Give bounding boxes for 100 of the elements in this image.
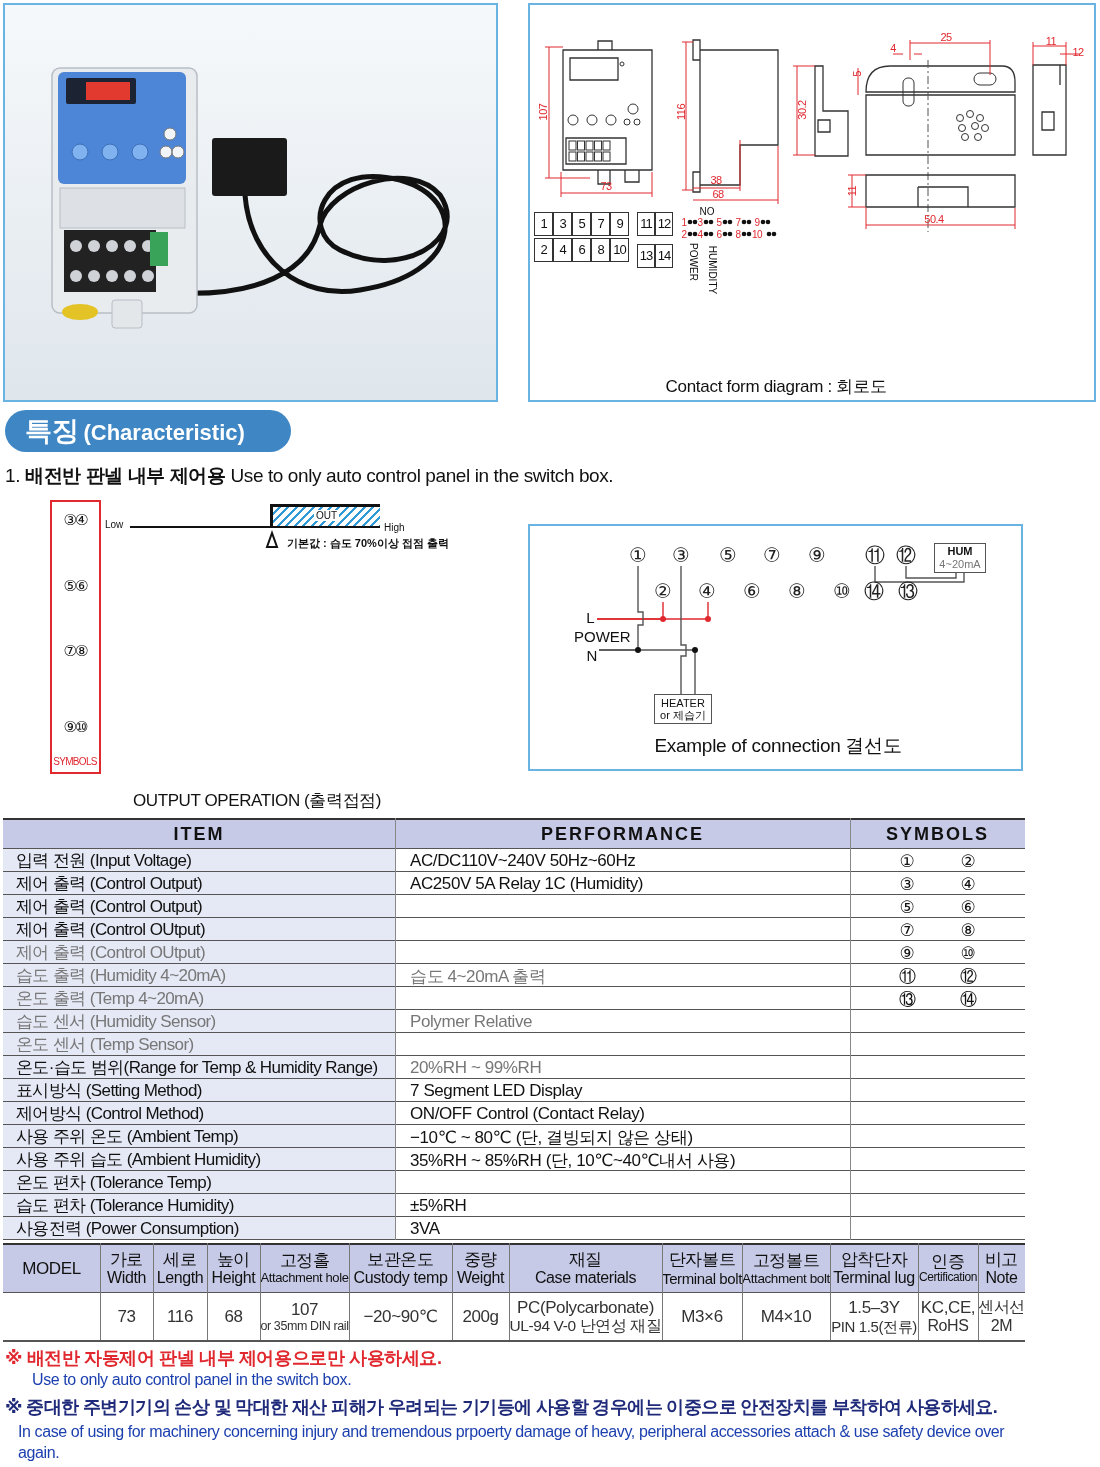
item-cell: 사용전력 (Power Consumption) bbox=[3, 1217, 395, 1240]
pin-label: 7 bbox=[735, 216, 741, 228]
pin-label: 6 bbox=[716, 228, 722, 240]
item-cell: 온도·습도 범위(Range for Temp & Humidity Range) bbox=[3, 1056, 395, 1079]
column-header: 보관온도 Custody temp bbox=[349, 1245, 452, 1292]
terminal-cell: 4 bbox=[553, 238, 572, 262]
spec-value: M3×6 bbox=[680, 1305, 724, 1328]
terminal-cell: 6 bbox=[572, 238, 591, 262]
spec-value: 200g bbox=[461, 1305, 500, 1328]
spec-value: 7 Segment LED Display bbox=[410, 1080, 583, 1101]
terminal-numbers: ⑨⑩ bbox=[63, 718, 87, 736]
terminal-number: ⑬ bbox=[897, 580, 919, 602]
warning-note: ※ 중대한 주변기기의 손상 및 막대한 재산 피해가 우려되는 기기등에 사용할 경우에는 이중으로 안전장치를 부착하여 사용하세요. bbox=[5, 1396, 998, 1419]
terminal-cell: 2 bbox=[534, 238, 553, 262]
spec-value: ON/OFF Control (Contact Relay) bbox=[410, 1103, 645, 1124]
terminal-numbers: ⑤⑥ bbox=[63, 577, 87, 595]
dimension-label: 11 bbox=[846, 185, 858, 197]
spec-value: PC(Polycarbonate) UL-94 V-0 난연성 재질 bbox=[509, 1296, 662, 1337]
terminal-number: ⑭ bbox=[959, 988, 977, 1010]
pin-label: 9 bbox=[754, 216, 760, 228]
wire bbox=[598, 649, 696, 695]
scale-label: High bbox=[384, 521, 405, 533]
item-cell: 온도 편차 (Tolerance Temp) bbox=[3, 1171, 395, 1194]
terminal-number: ⑤ bbox=[899, 896, 915, 917]
wire bbox=[680, 565, 687, 695]
spec-value: 68 bbox=[223, 1305, 244, 1328]
column-header: 고정볼트 Attachment bolt bbox=[742, 1245, 830, 1292]
spec-value: 1.5–3Y PIN 1.5(전류) bbox=[830, 1297, 918, 1337]
column-header: SYMBOLS bbox=[850, 820, 1025, 849]
spec-value: −20~90℃ bbox=[362, 1305, 439, 1328]
terminal-number: ⑩ bbox=[960, 942, 976, 963]
spec-value: KC,CE, RoHS bbox=[919, 1296, 977, 1337]
terminal-number: ⑥ bbox=[960, 896, 976, 917]
pin-label: HUMIDITY bbox=[706, 245, 718, 295]
item-cell: 온도 센서 (Temp Sensor) bbox=[3, 1033, 395, 1056]
warning-note: ※ 배전반 자동제어 판넬 내부 제어용으로만 사용하세요. bbox=[5, 1347, 442, 1370]
spec-value: ±5%RH bbox=[410, 1195, 467, 1216]
terminal-cell: 5 bbox=[572, 212, 591, 236]
spec-value: 73 bbox=[116, 1305, 137, 1328]
section-label: OUTPUT OPERATION (출력접점) bbox=[133, 789, 381, 812]
pin-label: 8 bbox=[735, 228, 741, 240]
dimension-label: 38 bbox=[710, 174, 722, 186]
terminal-cell: 12 bbox=[655, 212, 673, 236]
terminal-number: ⑫ bbox=[895, 544, 917, 566]
item-cell: 습도 편차 (Tolerance Humidity) bbox=[3, 1194, 395, 1217]
spec-value: 센서선 2M bbox=[978, 1297, 1025, 1336]
terminal-number: ⑭ bbox=[863, 580, 885, 602]
section-heading: 특징 (Characteristic) bbox=[5, 410, 291, 452]
box-title: SYMBOLS bbox=[53, 755, 97, 767]
column-header: 세로 Length bbox=[153, 1245, 207, 1292]
terminal-number: ⑧ bbox=[786, 580, 808, 602]
terminal-numbers: ③④ bbox=[63, 511, 87, 529]
spec-value: Polymer Relative bbox=[410, 1011, 533, 1032]
column-header: 가로 Width bbox=[100, 1245, 153, 1292]
terminal-number: ⑦ bbox=[899, 919, 915, 940]
dimension-label: 30.2 bbox=[796, 100, 808, 120]
terminal-cell: 7 bbox=[591, 212, 610, 236]
wire-label: L bbox=[584, 607, 597, 629]
terminal-number: ③ bbox=[899, 873, 915, 894]
terminal-number: ⑪ bbox=[864, 544, 886, 566]
terminal-number: ① bbox=[627, 544, 649, 566]
dimension-label: 25 bbox=[940, 31, 952, 43]
wire bbox=[905, 565, 957, 579]
terminal-number: ⑧ bbox=[960, 919, 976, 940]
dimension-label: 11 bbox=[1045, 35, 1057, 47]
load-box: HEATER or 제습기 bbox=[654, 694, 712, 724]
panel-title: Example of connection 결선도 bbox=[654, 734, 902, 758]
terminal-number: ⑫ bbox=[959, 965, 977, 987]
terminal-number: ⑨ bbox=[899, 942, 915, 963]
terminal-number: ③ bbox=[670, 544, 692, 566]
dimension-label: 4 bbox=[890, 42, 896, 54]
terminal-cell: 10 bbox=[610, 238, 629, 262]
spec-value: 116 bbox=[166, 1305, 194, 1328]
item-cell: 제어방식 (Control Method) bbox=[3, 1102, 395, 1125]
symbol-box bbox=[50, 500, 101, 774]
column-header: 재질 Case materials bbox=[509, 1245, 662, 1292]
drawing-panel bbox=[528, 3, 1096, 402]
spec-value: 습도 4~20mA 출력 bbox=[410, 965, 546, 987]
terminal-number: ⑨ bbox=[806, 544, 828, 566]
dimension-label: 5 bbox=[851, 71, 863, 77]
wire-label: POWER bbox=[574, 627, 631, 645]
item-cell: 사용 주위 온도 (Ambient Temp) bbox=[3, 1125, 395, 1148]
column-header: 단자볼트 Terminal bolt bbox=[662, 1245, 742, 1292]
spec-value: 35%RH ~ 85%RH (단, 10℃~40℃내서 사용) bbox=[410, 1149, 736, 1171]
item-cell: 습도 센서 (Humidity Sensor) bbox=[3, 1010, 395, 1033]
spec-value: 107 or 35mm DIN rail bbox=[260, 1298, 349, 1336]
terminal-number: ⑪ bbox=[898, 965, 916, 987]
warning-note: Use to only auto control panel in the switch box. bbox=[32, 1371, 352, 1389]
item-cell: 제어 출력 (Control Output) bbox=[3, 895, 395, 918]
terminal-numbers: ⑦⑧ bbox=[63, 642, 87, 660]
column-header: 높이 Height bbox=[207, 1245, 260, 1292]
terminal-cell: 9 bbox=[610, 212, 629, 236]
column-header: 비고 Note bbox=[978, 1245, 1025, 1292]
terminal-number: ④ bbox=[960, 873, 976, 894]
item-cell: 온도 출력 (Temp 4~20mA) bbox=[3, 987, 395, 1010]
pin-label: 3 bbox=[697, 216, 703, 228]
item-cell: 입력 전원 (Input Voltage) bbox=[3, 849, 395, 872]
dimension-label: 68 bbox=[712, 188, 724, 200]
column-header: ITEM bbox=[3, 820, 395, 849]
terminal-number: ② bbox=[960, 850, 976, 871]
